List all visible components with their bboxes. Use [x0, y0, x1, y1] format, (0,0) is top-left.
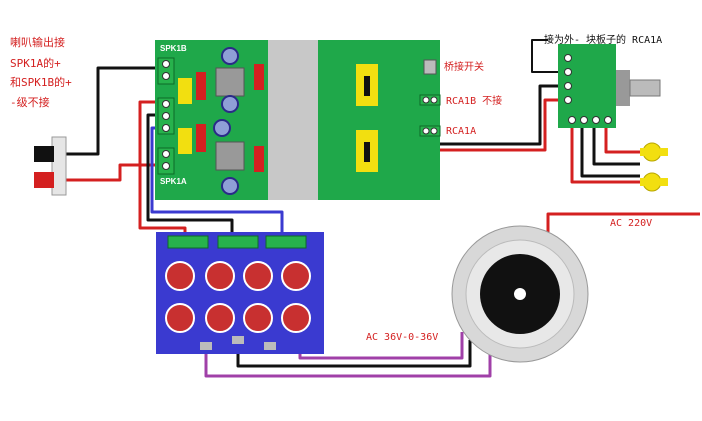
cap-amp-4: [221, 177, 239, 195]
label-spk1a: SPK1A: [160, 177, 187, 186]
label-spk1b: SPK1B: [160, 44, 187, 53]
wire-psu-red: [138, 100, 187, 236]
terminal-spk1b: [157, 57, 175, 85]
wire-ac-red: [546, 212, 700, 232]
cap-amp-1: [221, 47, 239, 65]
psu-capacitors: [165, 261, 311, 333]
toroidal-transformer: [451, 225, 589, 363]
wire-jack-red1: [570, 128, 646, 184]
speaker-note-1: 喇叭输出接: [10, 35, 65, 49]
speaker-red-post: [34, 172, 54, 188]
cap-amp-3: [213, 119, 231, 137]
rca1b-jumper: [419, 94, 441, 106]
wire-speaker-black: [58, 66, 165, 156]
speaker-black-post: [34, 146, 54, 162]
wire-jack-red2: [604, 128, 646, 154]
potentiometer: [558, 44, 661, 128]
wire-psu-black: [146, 113, 234, 236]
terminal-spk1a: [157, 147, 175, 175]
ac-main-label: AC 220V: [610, 218, 652, 229]
speaker-note-3: 和SPK1B的+: [10, 75, 72, 89]
speaker-terminal: [34, 136, 67, 196]
wire-pot-top: [531, 39, 568, 73]
ac-secondary-label: AC 36V-0-36V: [366, 332, 438, 343]
cap-amp-2: [221, 95, 239, 113]
wire-jack-black1: [580, 128, 640, 178]
wire-jack-black2: [592, 128, 640, 166]
speaker-note-2: SPK1A的+: [10, 56, 61, 70]
pot-knob[interactable]: [629, 79, 661, 97]
rca1a-jumper: [419, 125, 441, 137]
switch-label: 桥接开关: [444, 60, 484, 73]
pot-body: [616, 70, 630, 106]
speaker-note-4: -级不接: [10, 96, 50, 109]
wire-sec-black: [236, 340, 472, 368]
amplifier-board: SPK1B SPK1A: [155, 40, 441, 200]
rca1b-label: RCA1B 不接: [446, 94, 502, 107]
potentiometer-note: 接为外- 块板子的 RCA1A: [544, 33, 662, 46]
psu-board: [156, 232, 324, 354]
annotations: 喇叭输出接 SPK1A的+ 和SPK1B的+ -级不接 桥接开关 RCA1B 不…: [10, 33, 662, 343]
rca1a-label: RCA1A: [446, 126, 476, 137]
rca-jacks: [640, 142, 668, 192]
bridge-switch[interactable]: [423, 59, 437, 75]
wire-sec-purple1: [204, 345, 492, 378]
wire-speaker-red: [58, 163, 165, 182]
heatsink: [268, 40, 318, 200]
